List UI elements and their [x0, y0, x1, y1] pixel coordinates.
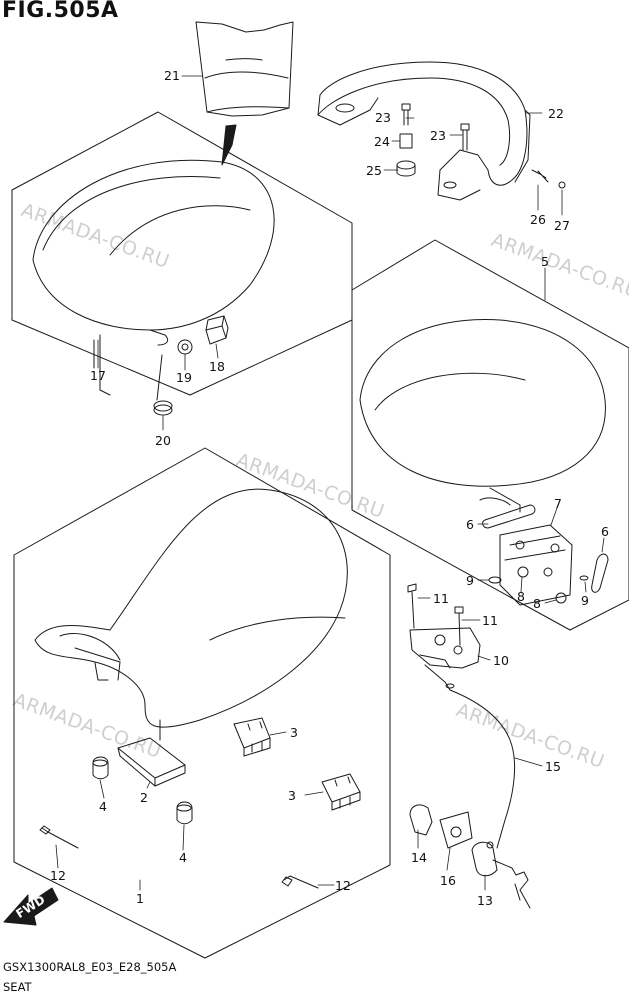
- callout-numbers: 21 22 23 23 24 25 26 27 17 19 18 20 5 7 …: [50, 68, 609, 908]
- part-1-front-seat-group: [13, 447, 391, 959]
- watermarks: ARMADA-CO.RU ARMADA-CO.RU ARMADA-CO.RU A…: [10, 199, 629, 773]
- part-15-cable: [424, 664, 516, 849]
- part-19-grommet: [177, 339, 193, 355]
- callout-3b: 3: [288, 788, 296, 803]
- callout-19: 19: [176, 370, 192, 385]
- callout-3a: 3: [290, 725, 298, 740]
- callout-17: 17: [90, 368, 106, 383]
- part-8-cushions: [517, 566, 567, 604]
- callout-9b: 9: [581, 593, 589, 608]
- part-23-bolts: [401, 103, 470, 151]
- watermark-3: ARMADA-CO.RU: [233, 449, 387, 523]
- part-18-clip: [205, 315, 229, 345]
- callout-12b: 12: [335, 878, 351, 893]
- callout-4a: 4: [99, 799, 107, 814]
- callout-8a: 8: [517, 589, 525, 604]
- figure-name: SEAT: [3, 980, 32, 994]
- callout-27: 27: [554, 218, 570, 233]
- figure-code: GSX1300RAL8_E03_E28_505A: [3, 960, 177, 974]
- watermark-4: ARMADA-CO.RU: [10, 689, 164, 763]
- fwd-direction-badge: [3, 887, 59, 926]
- callout-6a: 6: [466, 517, 474, 532]
- part-20-cushion: [153, 400, 173, 416]
- part-27-washer: [558, 181, 566, 189]
- callout-6b: 6: [601, 524, 609, 539]
- callout-10: 10: [493, 653, 509, 668]
- part-17-cover-group: [11, 111, 353, 401]
- callout-4b: 4: [179, 850, 187, 865]
- part-4-cushions: [92, 756, 193, 825]
- leader-lines: [55, 75, 605, 891]
- part-11-bolts: [407, 583, 464, 646]
- part-3-cushion-right: [321, 773, 361, 811]
- callout-2: 2: [140, 790, 148, 805]
- part-16-lock-plate: [439, 811, 473, 849]
- part-2-pad: [117, 737, 186, 787]
- callout-8b: 8: [533, 596, 541, 611]
- figure-title: FIG.505A: [2, 0, 119, 23]
- part-13-seat-lock-cylinder: [471, 841, 531, 909]
- part-25-grommet: [396, 160, 416, 177]
- part-22-grab-rail: [317, 61, 531, 201]
- part-14-lock-bracket: [409, 804, 433, 836]
- callout-11b: 11: [482, 613, 498, 628]
- part-7-bracket: [499, 524, 573, 606]
- watermark-1: ARMADA-CO.RU: [18, 199, 172, 273]
- callout-20: 20: [155, 433, 171, 448]
- part-3-cushion-left: [233, 717, 271, 757]
- callout-26: 26: [530, 212, 546, 227]
- part-21-tail-cover: [195, 21, 294, 166]
- callout-13: 13: [477, 893, 493, 908]
- callout-25: 25: [366, 163, 382, 178]
- callout-18: 18: [209, 359, 225, 374]
- callout-7: 7: [554, 496, 562, 511]
- callout-15: 15: [545, 759, 561, 774]
- part-26-screw: [531, 169, 549, 183]
- part-5-rear-seat-group: [351, 239, 629, 631]
- part-10-seat-lock: [409, 627, 481, 669]
- callout-5: 5: [541, 254, 549, 269]
- callout-16: 16: [440, 873, 456, 888]
- callout-24: 24: [374, 134, 390, 149]
- callout-14: 14: [411, 850, 427, 865]
- callout-22: 22: [548, 106, 564, 121]
- part-9-grommets: [488, 575, 589, 584]
- watermark-2: ARMADA-CO.RU: [488, 229, 629, 303]
- callout-12a: 12: [50, 868, 66, 883]
- part-24-collar: [399, 133, 413, 149]
- callout-9a: 9: [466, 573, 474, 588]
- callout-21: 21: [164, 68, 180, 83]
- watermark-5: ARMADA-CO.RU: [453, 699, 607, 773]
- part-12-bolts: [39, 825, 319, 889]
- part-6-spacers: [482, 504, 609, 593]
- callout-23b: 23: [430, 128, 446, 143]
- callout-23a: 23: [375, 110, 391, 125]
- callout-1: 1: [136, 891, 144, 906]
- callout-11a: 11: [433, 591, 449, 606]
